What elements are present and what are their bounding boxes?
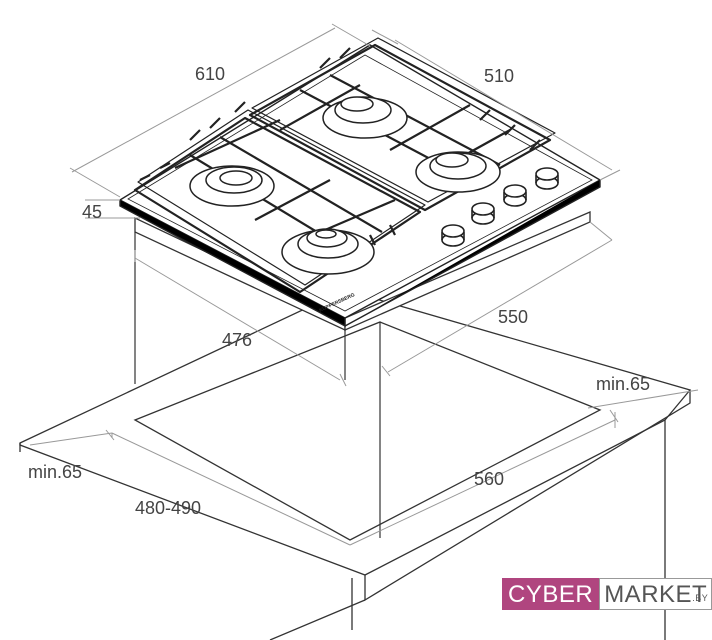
burner-wok bbox=[281, 228, 375, 275]
cybermarket-watermark: CYBER MARKET .BY bbox=[502, 578, 712, 610]
dim-hob-depth: 510 bbox=[484, 66, 514, 86]
control-knobs bbox=[441, 167, 559, 247]
knob-3 bbox=[503, 184, 527, 207]
dim-hob-width: 610 bbox=[195, 64, 225, 84]
dim-cutout-depth: 476 bbox=[222, 330, 252, 350]
watermark-market-text: MARKET bbox=[604, 581, 708, 608]
knob-2 bbox=[471, 202, 495, 225]
dim-clearance-left: min.65 bbox=[28, 462, 82, 482]
dim-counter-width: 560 bbox=[474, 469, 504, 489]
burner-left bbox=[189, 165, 275, 207]
watermark-part-market: MARKET .BY bbox=[599, 578, 712, 610]
dim-hob-height: 45 bbox=[82, 202, 102, 222]
knob-1 bbox=[441, 224, 465, 247]
watermark-suffix: .BY bbox=[692, 593, 709, 603]
watermark-part-cyber: CYBER bbox=[502, 578, 600, 610]
burner-right bbox=[415, 151, 501, 193]
dimension-lines bbox=[29, 23, 699, 546]
knob-4 bbox=[535, 167, 559, 190]
dim-clearance-right: min.65 bbox=[596, 374, 650, 394]
dim-cutout-width: 550 bbox=[498, 307, 528, 327]
dim-counter-depth: 480-490 bbox=[135, 498, 201, 518]
burner-rear bbox=[322, 96, 408, 139]
